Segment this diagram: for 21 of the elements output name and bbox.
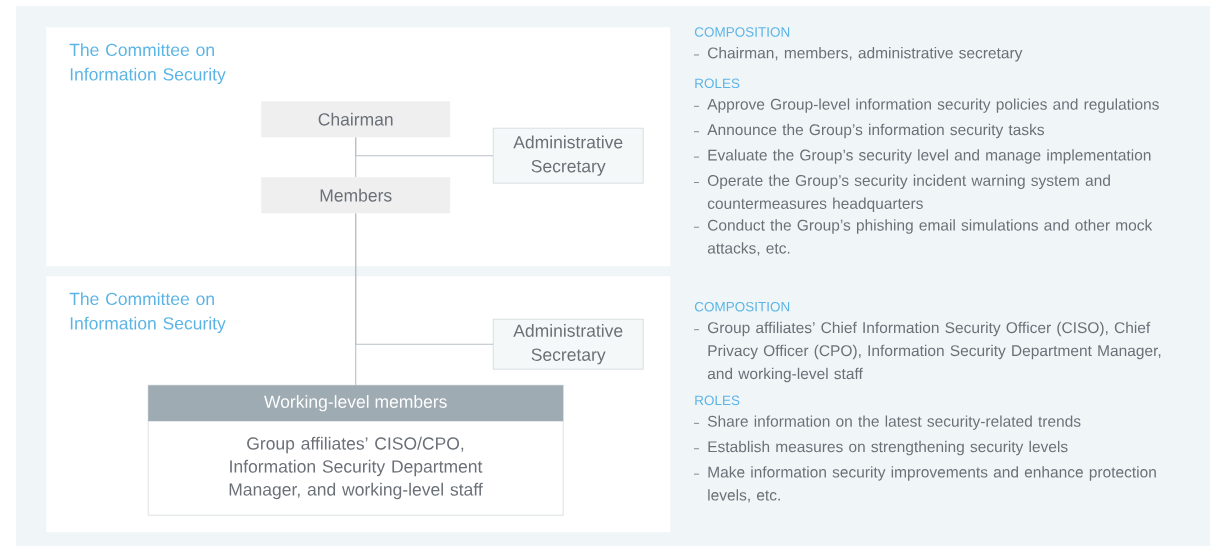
list-item: Announce the Group’s information security tasks [707, 123, 1045, 139]
list-item: Chairman, members, administrative secretary [708, 47, 1023, 62]
role-box: Chairman [261, 101, 451, 138]
connector-line [355, 212, 494, 345]
list-item: Operate the Group’s security incident warning system and countermeasures headquarters [707, 174, 1110, 213]
list-item: Group affiliates’ Chief Information Security Officer (CISO), Chief Privacy Officer (CPO), Information Security Department Manager, and working-level staff [707, 321, 1161, 383]
list-item: Conduct the Group’s phishing email simulations and other mock attacks, etc. [707, 219, 1153, 256]
section-heading: ROLES [695, 78, 740, 89]
list-item: Share information on the latest security-related trends [707, 415, 1081, 430]
section-heading: COMPOSITION [694, 301, 790, 312]
role-box: Members [261, 177, 451, 214]
list-item: Establish measures on strengthening security levels [708, 440, 1068, 456]
connector-line [355, 136, 494, 157]
section-heading: COMPOSITION [694, 27, 790, 37]
list-item: Make information security improvements and enhance protection levels, etc. [708, 466, 1156, 503]
list-item: Approve Group-level information security policies and regulations [707, 98, 1159, 113]
list-item: Evaluate the Group’s security level and manage implementation [708, 149, 1151, 164]
role-box: Administrative Secretary [493, 319, 644, 370]
member-box: Working-level members Group affiliates’ CISO/CPO, Information Security Department Manager, and working-level staff [148, 385, 564, 516]
section-heading: ROLES [695, 395, 740, 406]
role-box: Administrative Secretary [493, 128, 644, 184]
